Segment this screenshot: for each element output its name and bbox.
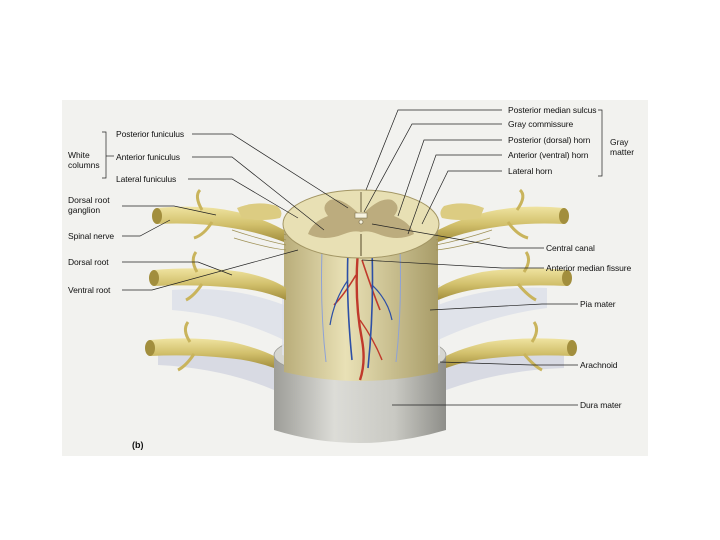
figure-letter: (b)	[132, 440, 144, 450]
label-posterior-median-sulcus: Posterior median sulcus	[508, 105, 597, 115]
label-white-columns: White columns	[68, 150, 100, 170]
label-anterior-horn: Anterior (ventral) horn	[508, 150, 589, 160]
label-dorsal-root-ganglion: Dorsal root ganglion	[68, 195, 110, 215]
label-dorsal-root: Dorsal root	[68, 257, 109, 267]
label-central-canal: Central canal	[546, 243, 595, 253]
label-gray-matter: Gray matter	[610, 137, 635, 157]
cross-section	[282, 189, 440, 259]
label-posterior-horn: Posterior (dorsal) horn	[508, 135, 591, 145]
label-anterior-median-fissure: Anterior median fissure	[546, 263, 632, 273]
label-ventral-root: Ventral root	[68, 285, 111, 295]
spinal-cord-body	[231, 217, 493, 381]
label-anterior-funiculus: Anterior funiculus	[116, 152, 180, 162]
label-pia-mater: Pia mater	[580, 299, 616, 309]
leader-lines	[102, 109, 603, 406]
spinal-nerves	[145, 188, 577, 372]
label-lateral-horn: Lateral horn	[508, 166, 553, 176]
label-spinal-nerve: Spinal nerve	[68, 231, 115, 241]
spinal-cord-figure: Posterior median sulcus Gray commissure …	[62, 100, 648, 456]
label-lateral-funiculus: Lateral funiculus	[116, 174, 177, 184]
label-posterior-funiculus: Posterior funiculus	[116, 129, 185, 139]
label-gray-commissure: Gray commissure	[508, 119, 574, 129]
spinal-cord-illustration	[102, 109, 603, 443]
label-arachnoid: Arachnoid	[580, 360, 618, 370]
label-dura-mater: Dura mater	[580, 400, 622, 410]
